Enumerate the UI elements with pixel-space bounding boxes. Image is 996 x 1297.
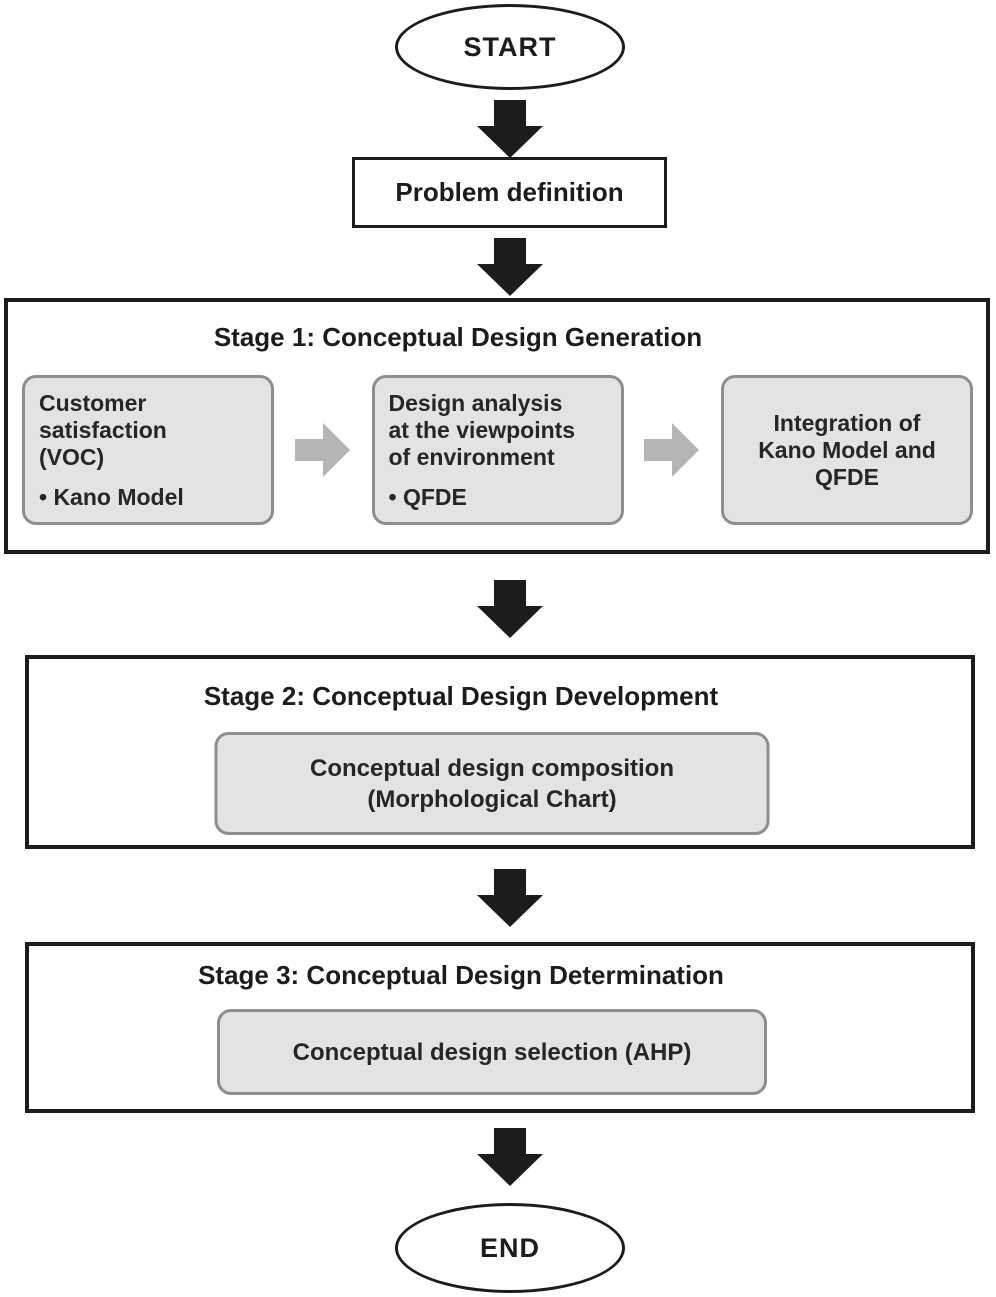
box-bullet-line: • Kano Model (39, 484, 184, 510)
end-node: END (395, 1203, 625, 1293)
problem-definition-node: Problem definition (352, 157, 667, 228)
right-arrow-icon (644, 423, 700, 477)
box-text-line: of environment (388, 444, 555, 470)
down-arrow-shape (477, 238, 543, 296)
down-arrow-icon (477, 580, 543, 638)
box-text-line: at the viewpoints (388, 417, 576, 443)
start-label: START (463, 31, 557, 62)
box-text-line: Customer (39, 390, 147, 416)
stage3-container: Stage 3: Conceptual Design Determination… (25, 942, 975, 1113)
stage2-title: Stage 2: Conceptual Design Development (203, 681, 719, 711)
down-arrow-icon (477, 869, 543, 927)
design-analysis-box: Design analysis at the viewpoints of env… (371, 375, 624, 525)
stage1-title: Stage 1: Conceptual Design Generation (213, 322, 703, 352)
right-arrow-icon (294, 423, 350, 477)
stage3-title: Stage 3: Conceptual Design Determination (198, 960, 724, 990)
right-arrow-shape (644, 423, 700, 477)
box-text-line: Conceptual design selection (AHP) (292, 1038, 692, 1066)
box-text-line: satisfaction (39, 417, 167, 443)
down-arrow-shape (477, 580, 543, 638)
end-label: END (479, 1232, 540, 1263)
box-text-line: QFDE (815, 463, 879, 490)
down-arrow-icon (477, 1128, 543, 1186)
down-arrow-shape (477, 1128, 543, 1186)
conceptual-design-selection-box: Conceptual design selection (AHP) (217, 1009, 767, 1095)
down-arrow-shape (477, 869, 543, 927)
problem-definition-label: Problem definition (395, 177, 624, 207)
down-arrow-shape (477, 100, 543, 158)
down-arrow-icon (477, 100, 543, 158)
box-text-line: Kano Model and (758, 436, 936, 463)
box-bullet-line: • QFDE (388, 484, 467, 510)
stage1-boxes-row: Customer satisfaction (VOC) • Kano Model… (22, 375, 973, 525)
box-text-line: Integration of (773, 409, 921, 436)
stage1-container: Stage 1: Conceptual Design Generation Cu… (4, 298, 990, 554)
integration-box: Integration of Kano Model and QFDE (721, 375, 973, 525)
down-arrow-icon (477, 238, 543, 296)
start-node: START (395, 4, 625, 90)
right-arrow-shape (294, 423, 350, 477)
conceptual-design-composition-box: Conceptual design composition (Morpholog… (214, 732, 770, 835)
box-text-line: (VOC) (39, 444, 105, 470)
box-text-line: (Morphological Chart) (367, 785, 617, 813)
customer-satisfaction-box: Customer satisfaction (VOC) • Kano Model (22, 375, 274, 525)
box-text-line: Design analysis (388, 390, 563, 416)
stage2-container: Stage 2: Conceptual Design Development C… (25, 655, 975, 849)
box-text-line: Conceptual design composition (309, 754, 675, 782)
